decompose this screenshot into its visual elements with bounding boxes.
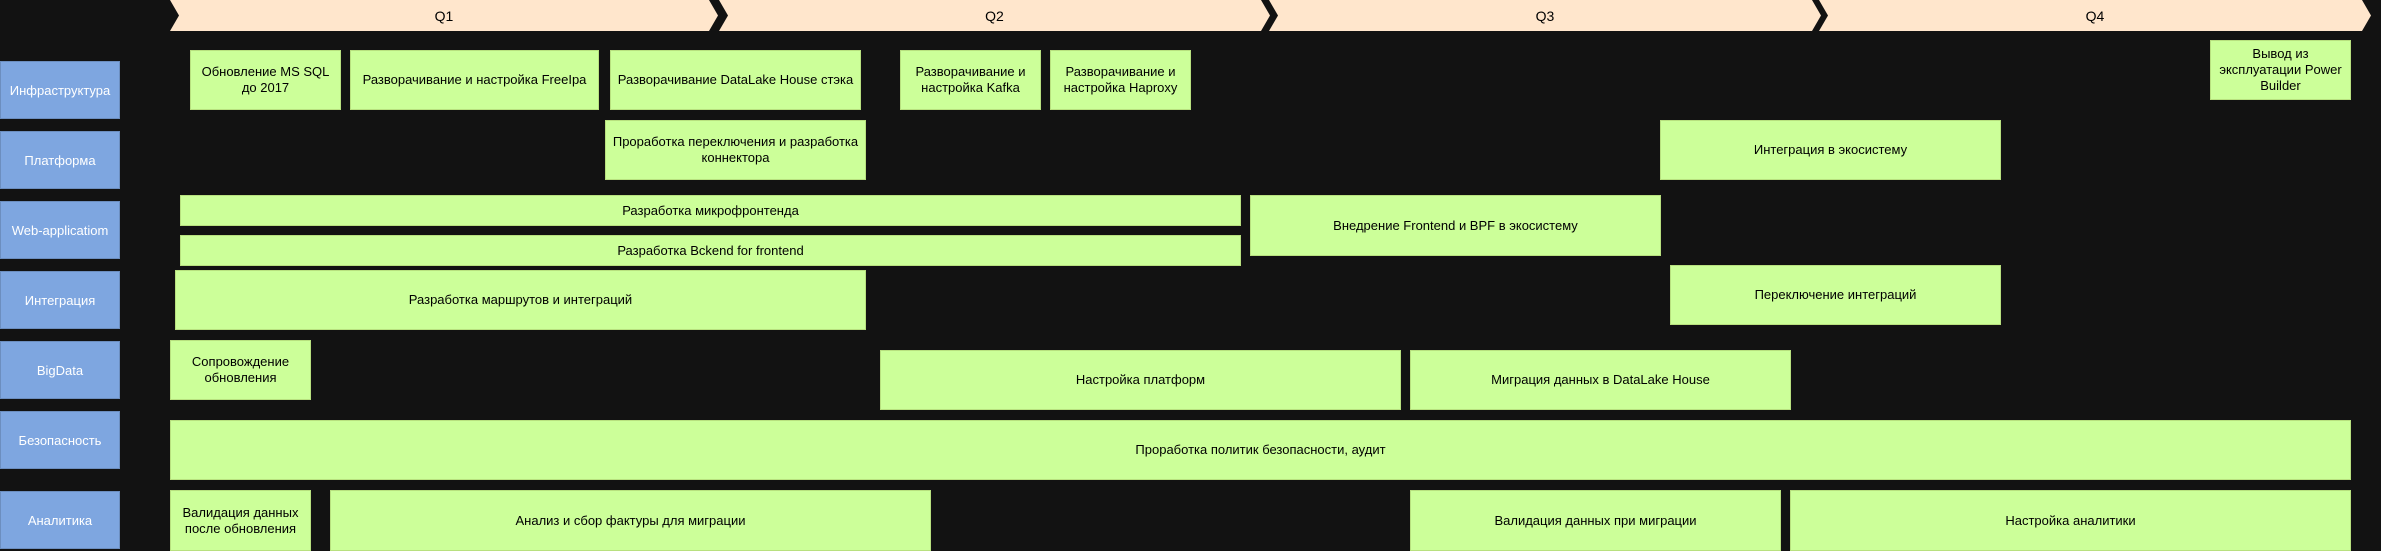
task-upgrade-support: Сопровождение обновления (170, 340, 311, 400)
quarter-label: Q4 (2085, 7, 2105, 24)
quarter-label: Q3 (1535, 7, 1555, 24)
task-analytics-setup: Настройка аналитики (1790, 490, 2351, 551)
task-migration-facts: Анализ и сбор фактуры для миграции (330, 490, 931, 551)
lane-infrastructure: Инфраструктура (0, 61, 120, 119)
task-haproxy-setup: Разворачивание и настройка Haproxy (1050, 50, 1191, 110)
task-datalake-stack: Разворачивание DataLake House стэка (610, 50, 861, 110)
lane-platform: Платформа (0, 131, 120, 189)
task-post-upgrade-validation: Валидация данных после обновления (170, 490, 311, 551)
task-kafka-setup: Разворачивание и настройка Kafka (900, 50, 1041, 110)
task-platform-setup: Настройка платформ (880, 350, 1401, 410)
quarter-q3: Q3 (1269, 0, 1821, 31)
quarter-label: Q1 (434, 7, 454, 24)
task-ecosystem-integration: Интеграция в экосистему (1660, 120, 2001, 180)
lane-security: Безопасность (0, 411, 120, 469)
quarter-q1: Q1 (170, 0, 718, 31)
lane-bigdata: BigData (0, 341, 120, 399)
task-backend-for-frontend: Разработка Bckend for frontend (180, 235, 1241, 266)
quarter-q4: Q4 (1819, 0, 2371, 31)
task-powerbuilder-decommission: Вывод из эксплуатации Power Builder (2210, 40, 2351, 100)
task-security-audit: Проработка политик безопасности, аудит (170, 420, 2351, 480)
task-migration-validation: Валидация данных при миграции (1410, 490, 1781, 551)
task-integration-switch: Переключение интеграций (1670, 265, 2001, 325)
lane-analytics: Аналитика (0, 491, 120, 549)
task-frontend-bpf: Внедрение Frontend и BPF в экосистему (1250, 195, 1661, 256)
task-microfrontend: Разработка микрофронтенда (180, 195, 1241, 226)
task-datalake-migration: Миграция данных в DataLake House (1410, 350, 1791, 410)
task-connector: Проработка переключения и разработка кон… (605, 120, 866, 180)
lane-integration: Интеграция (0, 271, 120, 329)
task-freeipa-setup: Разворачивание и настройка FreeIpa (350, 50, 599, 110)
quarter-q2: Q2 (719, 0, 1270, 31)
quarter-label: Q2 (985, 7, 1004, 24)
task-mssql-upgrade: Обновление MS SQL до 2017 (190, 50, 341, 110)
task-routes-integrations: Разработка маршрутов и интеграций (175, 270, 866, 330)
lane-web-application: Web-applicatiom (0, 201, 120, 259)
